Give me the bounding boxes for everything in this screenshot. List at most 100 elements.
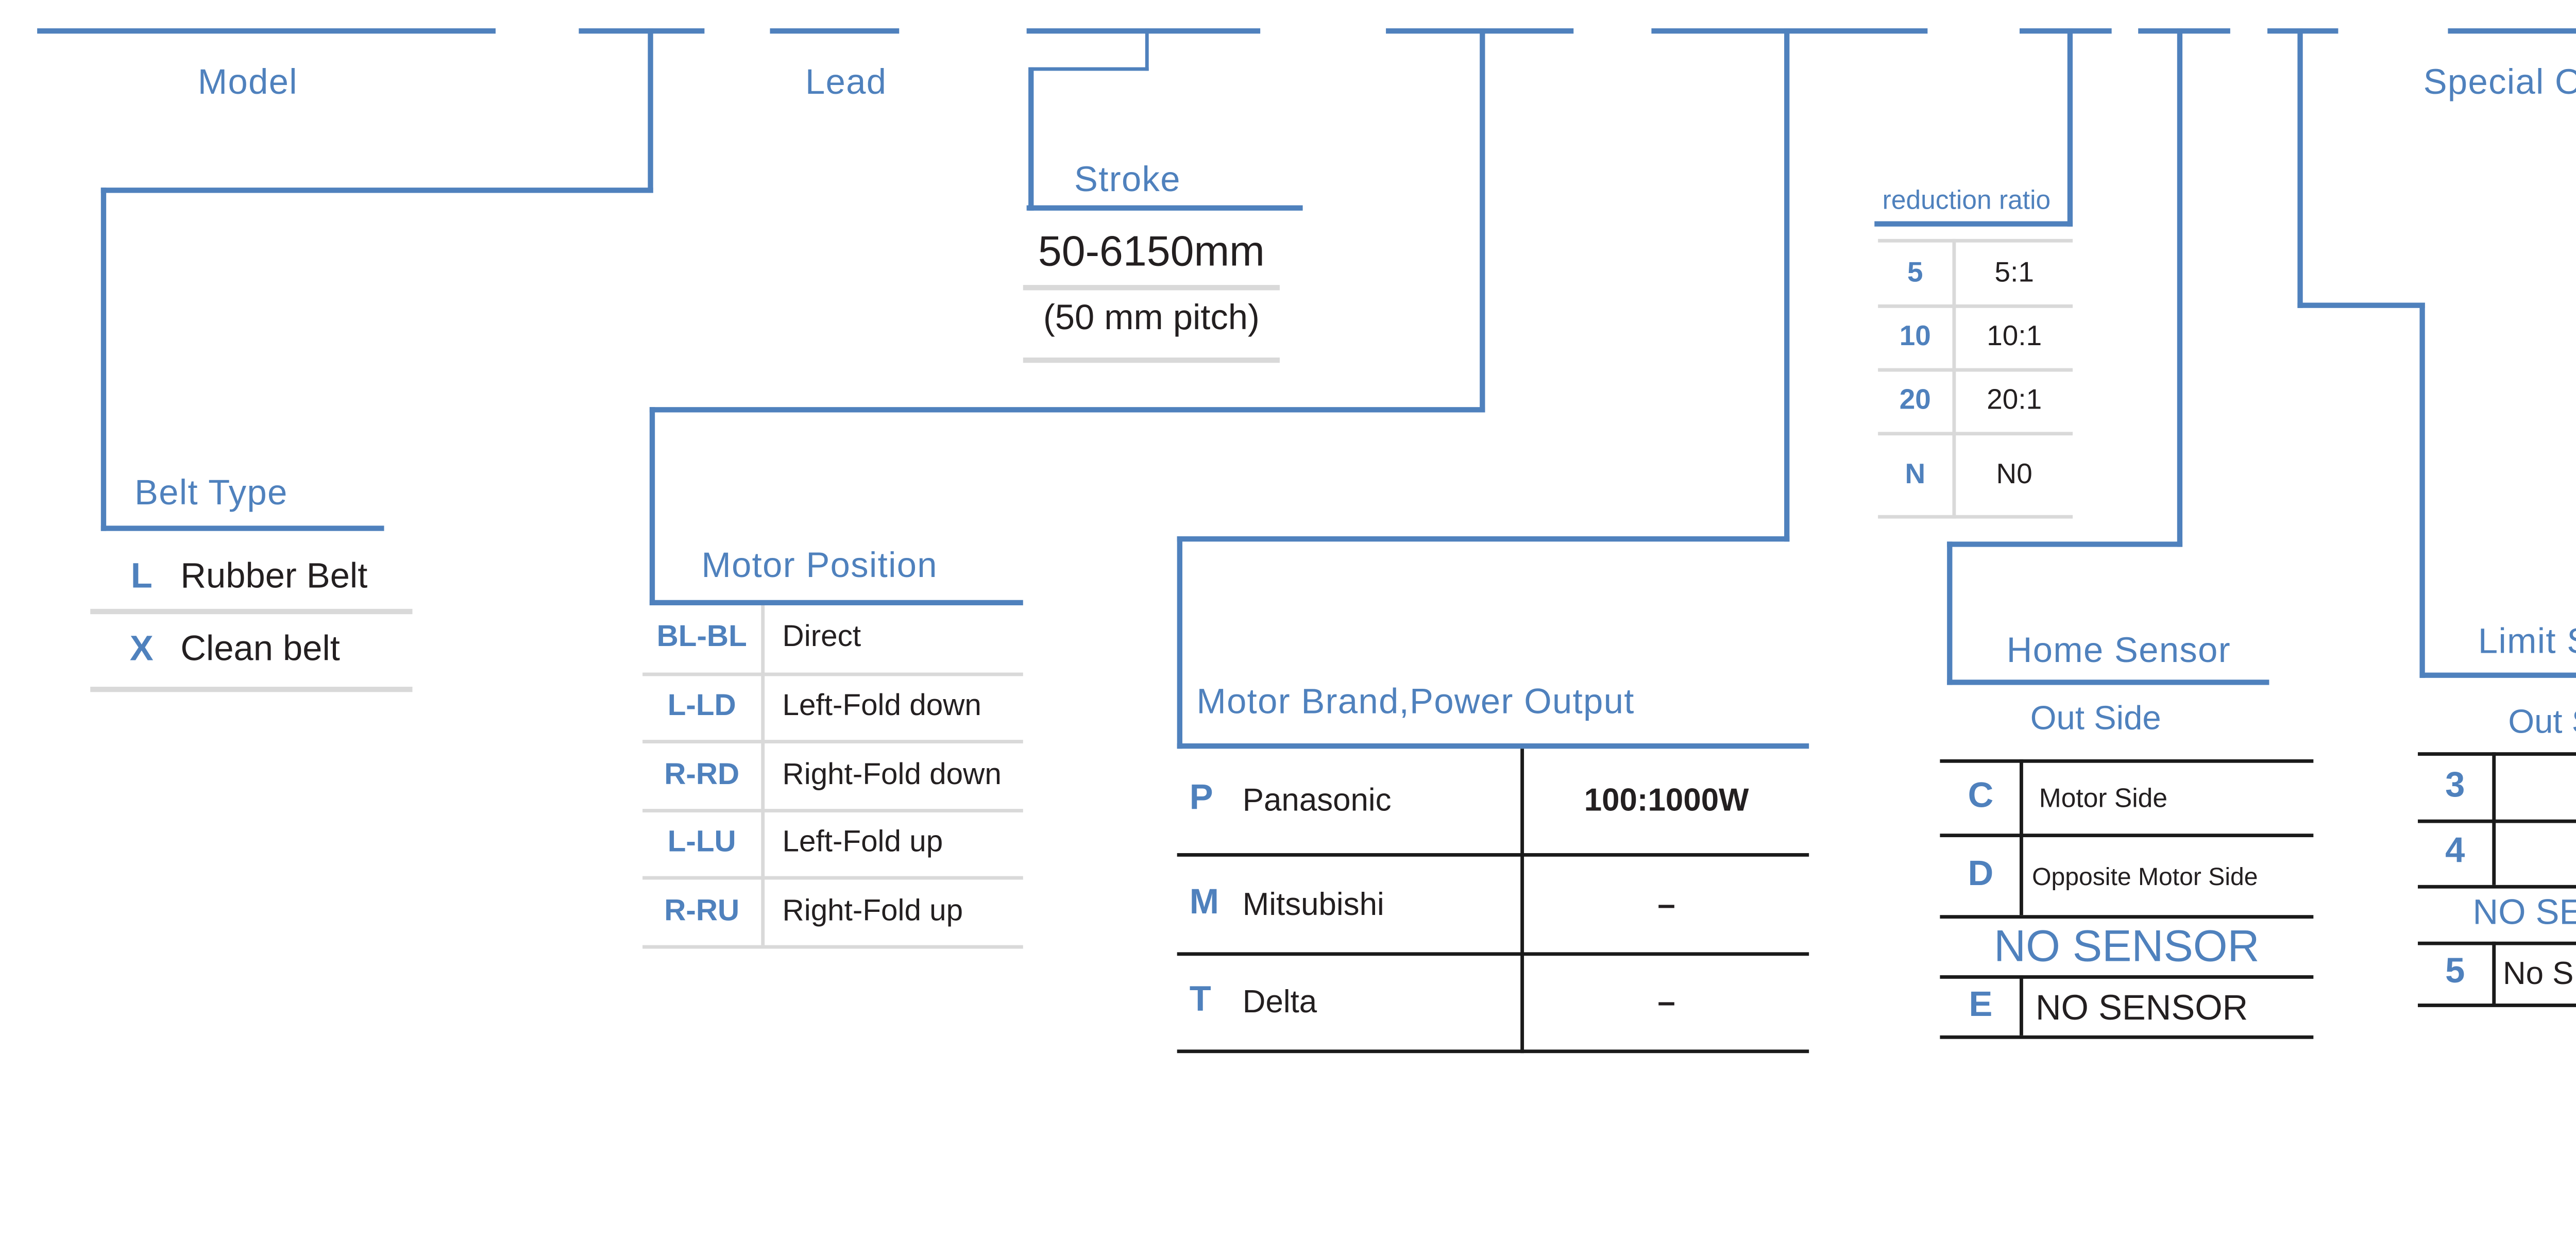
limit-sensor-no-sensor-heading: NO SENSOR [2472, 893, 2576, 933]
motor-position-title: Motor Position [701, 547, 938, 586]
motor-position-row-divider [642, 809, 1023, 812]
motor-brand-name: Panasonic [1242, 782, 1392, 818]
reduction-ratio-row-divider [1878, 304, 2073, 308]
stroke-divider [1023, 285, 1280, 291]
top-segment-model [37, 28, 496, 34]
belt-title-underline [100, 525, 384, 531]
motor-position-desc: Direct [782, 619, 861, 653]
belt-desc: Rubber Belt [180, 557, 368, 597]
reduction-ratio-title-underline [1874, 221, 2073, 227]
belt-type-title: Belt Type [134, 474, 288, 514]
motor-brand-power: – [1657, 984, 1675, 1020]
motor-position-row-divider [642, 740, 1023, 743]
stroke-title: Stroke [1074, 161, 1181, 200]
home-sensor-no-sensor-heading: NO SENSOR [1994, 922, 2260, 972]
motor-position-code: R-RU [664, 893, 740, 928]
motor-brand-connector-drop [1784, 28, 1790, 542]
motor-brand-title: Motor Brand,Power Output [1196, 683, 1635, 722]
limit-sensor-title-underline [2419, 672, 2576, 678]
home-sensor-column-divider [2020, 975, 2023, 1036]
reduction-ratio-row-divider [1878, 368, 2073, 372]
reduction-ratio-connector-up [2067, 28, 2073, 227]
home-sensor-code: C [1968, 777, 1994, 816]
top-segment-reduction-ratio [2020, 28, 2112, 34]
belt-connector-drop [648, 28, 653, 193]
belt-code: X [129, 630, 154, 669]
reduction-ratio-value: 10:1 [1987, 322, 2042, 352]
reduction-ratio-row-divider [1878, 432, 2073, 436]
motor-brand-column-divider [1520, 749, 1524, 1054]
motor-brand-connector-jog [1177, 536, 1790, 542]
home-sensor-border [1940, 1035, 2314, 1039]
motor-brand-power: – [1657, 887, 1675, 922]
reduction-ratio-column-divider [1952, 239, 1956, 519]
reduction-ratio-border [1878, 515, 2073, 519]
special-order-label: Special Order No. [2423, 63, 2576, 103]
limit-sensor-border [2418, 752, 2576, 756]
reduction-ratio-title: reduction ratio [1882, 185, 2051, 216]
limit-sensor-title: Limit Sensor [2478, 623, 2576, 662]
reduction-ratio-code: 10 [1899, 322, 1931, 352]
motor-position-desc: Right-Fold up [782, 893, 963, 928]
stroke-connector-jog [1030, 67, 1149, 71]
motor-position-row-divider [642, 876, 1023, 880]
motor-position-column-divider [761, 605, 765, 945]
belt-row-divider [90, 608, 413, 615]
motor-position-code: R-RD [664, 757, 740, 791]
limit-sensor-row-divider [2418, 819, 2576, 823]
limit-sensor-connector-drop [2297, 28, 2303, 308]
motor-position-connector-jog [649, 407, 1485, 413]
motor-position-title-underline [649, 600, 1023, 605]
home-sensor-connector-drop [2177, 28, 2183, 547]
reduction-ratio-code: 5 [1907, 258, 1923, 289]
reduction-ratio-value: 5:1 [1994, 258, 2034, 289]
motor-brand-name: Delta [1242, 984, 1317, 1020]
limit-sensor-code: 3 [2445, 766, 2465, 806]
limit-sensor-subtitle: Out Side [2508, 704, 2576, 742]
belt-code: L [130, 557, 152, 597]
home-sensor-code: E [1969, 986, 1993, 1025]
motor-position-desc: Left-Fold up [782, 824, 943, 859]
home-sensor-connector-jog [1947, 541, 2183, 547]
home-sensor-connector-down [1947, 541, 1953, 685]
limit-sensor-row-divider [2418, 885, 2576, 889]
belt-connector-jog [100, 188, 653, 193]
stroke-divider [1023, 357, 1280, 363]
motor-position-code: BL-BL [656, 619, 747, 653]
motor-brand-power: 100:1000W [1584, 782, 1749, 818]
reduction-ratio-value: 20:1 [1987, 385, 2042, 416]
stroke-range: 50-6150mm [1038, 228, 1265, 276]
motor-brand-row-divider [1177, 1049, 1809, 1054]
home-sensor-desc: Motor Side [2039, 784, 2168, 814]
home-sensor-desc: NO SENSOR [2035, 989, 2248, 1029]
motor-brand-code: P [1189, 778, 1213, 818]
motor-position-code: L-LD [667, 688, 736, 722]
limit-sensor-connector-down [2419, 302, 2425, 678]
top-segment-motor-brand [1651, 28, 1928, 34]
limit-sensor-code: 4 [2445, 831, 2465, 871]
motor-brand-title-underline [1177, 743, 1809, 749]
motor-position-code: L-LU [667, 824, 736, 859]
home-sensor-row-divider [1940, 915, 2314, 919]
home-sensor-desc: Opposite Motor Side [2032, 862, 2258, 891]
belt-row-divider [90, 687, 413, 692]
home-sensor-subtitle: Out Side [2030, 701, 2161, 738]
limit-sensor-code: 5 [2445, 952, 2465, 991]
home-sensor-border [1940, 975, 2314, 979]
stroke-connector-down [1028, 67, 1034, 211]
motor-position-desc: Left-Fold down [782, 688, 981, 722]
home-sensor-code: D [1968, 855, 1994, 894]
limit-sensor-column-divider [2492, 941, 2496, 1004]
reduction-ratio-code: 20 [1899, 385, 1931, 416]
belt-desc: Clean belt [180, 630, 340, 669]
motor-position-connector-drop [1480, 28, 1485, 413]
lead-label: Lead [805, 63, 887, 103]
limit-sensor-border [2418, 941, 2576, 945]
top-segment-stroke [1026, 28, 1261, 34]
motor-position-desc: Right-Fold down [782, 757, 1002, 791]
top-segment-home-sensor [2138, 28, 2230, 34]
motor-position-row-divider [642, 672, 1023, 676]
motor-position-row-divider [642, 945, 1023, 949]
stroke-title-underline [1026, 205, 1303, 211]
